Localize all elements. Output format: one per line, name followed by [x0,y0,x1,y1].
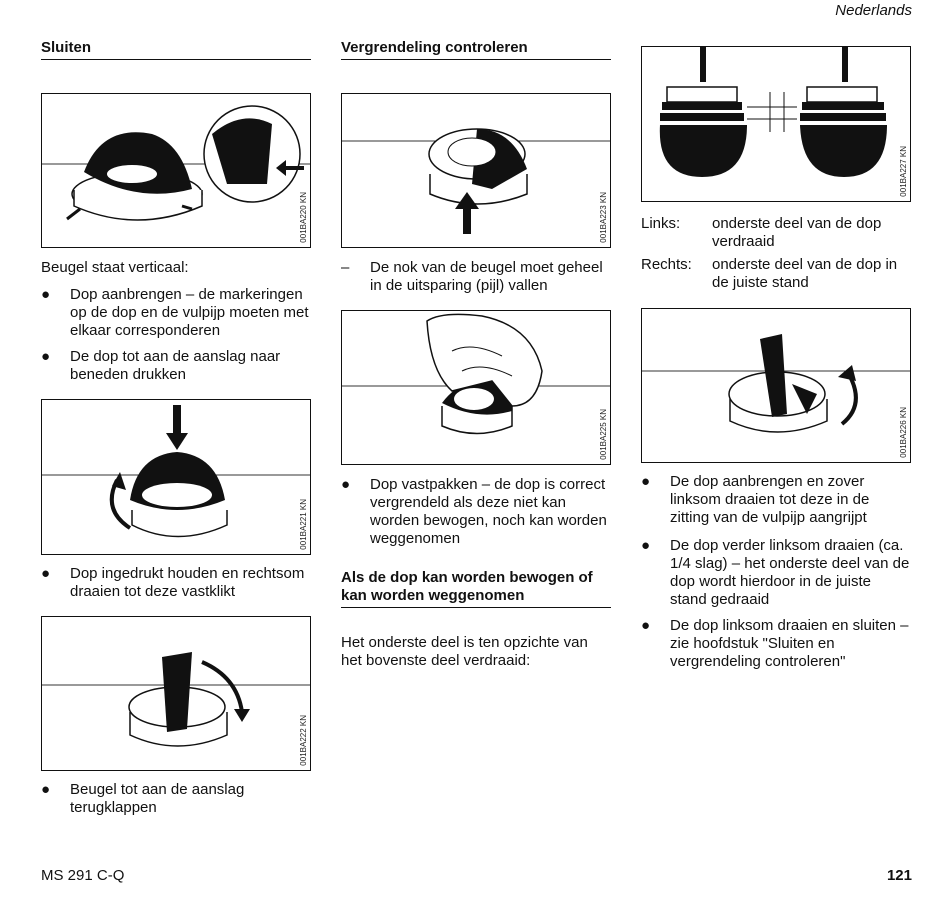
figure-code: 001BA225 KN [599,409,608,460]
figure-cap-closing-3: 001BA222 KN [41,616,311,771]
figure-code: 001BA222 KN [299,715,308,766]
definition-term: Links: [641,215,681,232]
figure-cap-comparison: 001BA227 KN [641,46,911,202]
hand-grip-cap-illustration [342,313,610,435]
figure-cap-rotate-left: 001BA226 KN [641,308,911,463]
definition-list: Links: onderste deel van de dop verdraai… [641,215,911,297]
bullet-icon: ● [641,473,651,490]
figure-code: 001BA227 KN [899,146,908,197]
cap-press-rotate-illustration [42,405,310,538]
bullet-icon: ● [41,348,51,365]
cap-fold-back-illustration [42,652,310,747]
subheading-cap-movable: Als de dop kan worden bewogen of kan wor… [341,569,611,608]
list-item: – De nok van de beugel moet geheel in de… [341,259,603,294]
figure-code: 001BA226 KN [899,407,908,458]
footer-model: MS 291 C-Q [41,867,125,884]
list-item: ● De dop tot aan de aanslag naar beneden… [41,348,281,383]
section-heading-vergrendeling: Vergrendeling controleren [341,39,611,60]
cap-cross-section-illustration [659,47,887,177]
definition-item-links: Links: onderste deel van de dop verdraai… [641,215,911,251]
bullet-icon: ● [641,617,651,634]
definition-desc: onderste deel van de dop in de juiste st… [712,256,898,291]
language-label: Nederlands [835,2,912,19]
cap-rotate-left-illustration [642,334,910,433]
figure-lock-check-1: 001BA223 KN [341,93,611,248]
bullet-icon: ● [41,286,51,303]
figure-code: 001BA223 KN [599,192,608,243]
bullet-icon: ● [41,781,51,798]
list-item: ● De dop aanbrengen en zover linksom dra… [641,473,870,526]
dash-icon: – [341,259,350,276]
cap-notch-illustration [342,128,610,234]
list-item: ● De dop linksom draaien en sluiten – zi… [641,617,909,670]
page-number: 121 [886,867,912,884]
list-item: ● Dop aanbrengen – de markeringen op de … [41,286,309,339]
figure-code: 001BA221 KN [299,499,308,550]
bullet-icon: ● [641,537,651,554]
figure-code: 001BA220 KN [299,192,308,243]
paragraph: Het onderste deel is ten opzichte van he… [341,634,588,669]
intro-text: Beugel staat verticaal: [41,259,189,276]
bullet-icon: ● [341,476,351,493]
definition-term: Rechts: [641,256,692,273]
cap-closing-illustration [42,105,310,221]
section-heading-sluiten: Sluiten [41,39,311,60]
figure-cap-closing-1: 001BA220 KN [41,93,311,248]
figure-lock-check-2: 001BA225 KN [341,310,611,465]
definition-item-rechts: Rechts: onderste deel van de dop in de j… [641,256,911,292]
figure-cap-closing-2: 001BA221 KN [41,399,311,555]
bullet-icon: ● [41,565,51,582]
definition-desc: onderste deel van de dop verdraaid [712,215,882,250]
list-item: ● De dop verder linksom draaien (ca. 1/4… [641,537,910,608]
list-item: ● Dop ingedrukt houden en rechtsom draai… [41,565,305,600]
list-item: ● Beugel tot aan de aanslag terugklappen [41,781,245,816]
list-item: ● Dop vastpakken – de dop is correct ver… [341,476,607,547]
